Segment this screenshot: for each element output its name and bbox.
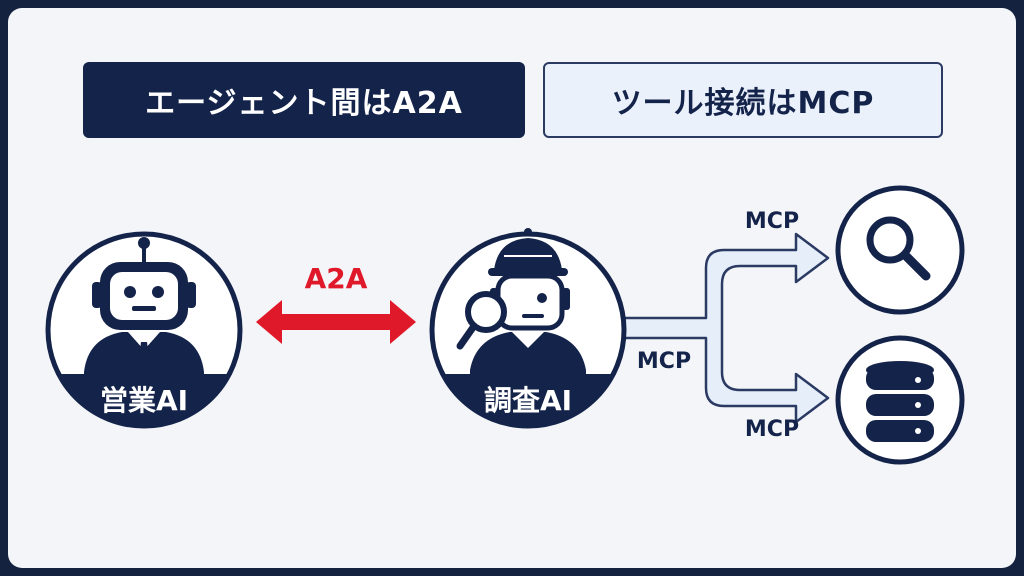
mcp-branch-arrow	[622, 232, 830, 424]
robot-icon	[92, 237, 196, 330]
mcp-trunk-label: MCP	[637, 349, 691, 374]
search-tool	[835, 185, 965, 315]
database-icon	[866, 361, 934, 442]
research-agent: 調査AI	[429, 228, 627, 429]
sales-agent-label: 営業AI	[100, 384, 188, 417]
a2a-label: A2A	[305, 262, 368, 295]
a2a-double-arrow	[256, 300, 416, 344]
mcp-top-label: MCP	[745, 209, 799, 234]
tool-protocol-banner: ツール接続はMCP	[543, 62, 943, 138]
database-tool	[835, 335, 965, 465]
agent-protocol-banner: エージェント間はA2A	[83, 62, 525, 138]
research-agent-label: 調査AI	[484, 384, 572, 417]
sales-agent: 営業AI	[45, 231, 243, 429]
tool-protocol-label: ツール接続はMCP	[611, 86, 875, 121]
detective-icon	[456, 228, 570, 350]
agent-protocol-label: エージェント間はA2A	[145, 86, 463, 121]
search-icon	[866, 216, 931, 281]
mcp-bottom-label: MCP	[745, 417, 799, 442]
